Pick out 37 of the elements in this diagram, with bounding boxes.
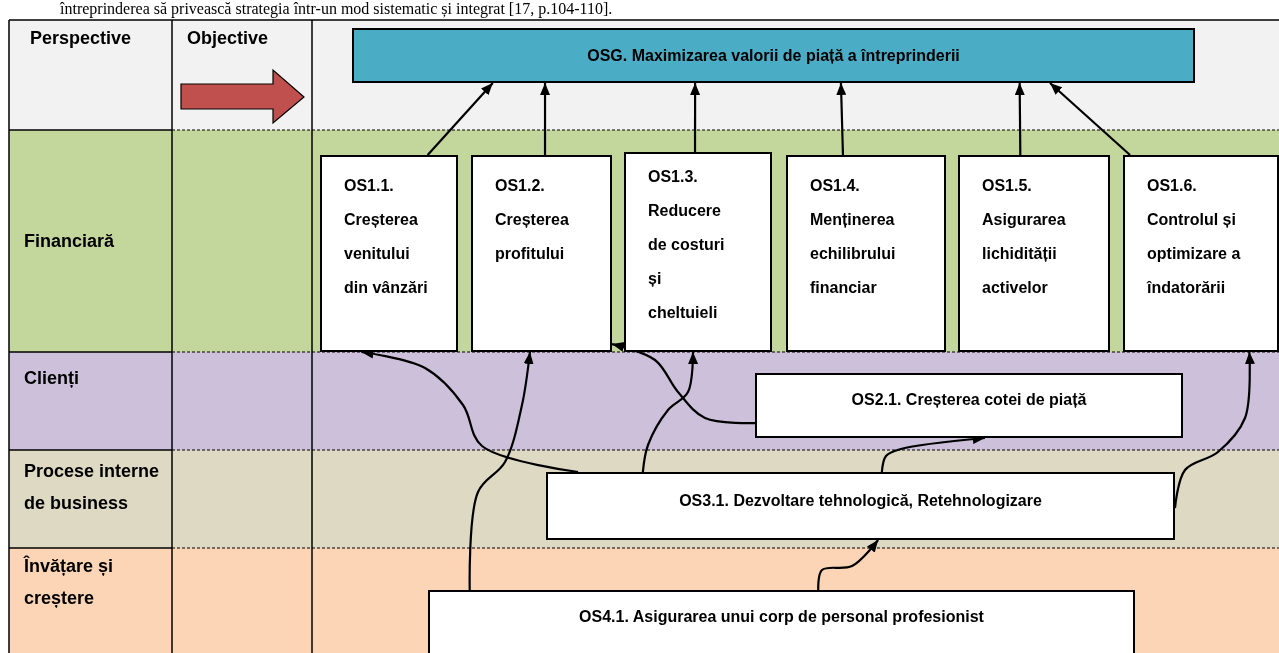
objective-text: OS1.1. Creșterea venitului din vânzări [344, 176, 429, 298]
objective-box [428, 590, 1135, 653]
arrow [540, 83, 551, 155]
objective-text: OS4.1. Asigurarea unui corp de personal profesionist [578, 607, 985, 627]
objective-text: OS3.1. Dezvoltare tehnologică, Retehnologizare [678, 491, 1043, 511]
table-header: Objective [187, 27, 269, 50]
table-header: Perspective [30, 27, 132, 50]
objective-text: OS1.3. Reducere de costuri și cheltuieli [648, 167, 726, 323]
objective-text: OS1.6. Controlul și optimizare a îndatorării [1147, 176, 1242, 298]
objective-text: OS1.4. Menținerea echilibrului financiar [810, 176, 897, 298]
arrow [836, 82, 847, 156]
objective-text: OSG. Maximizarea valorii de piață a întreprinderii [586, 46, 961, 66]
goal-box [352, 28, 1195, 83]
objective-box [1123, 155, 1279, 352]
table-header: Financiară [24, 230, 115, 253]
arrow [817, 539, 879, 590]
objective-text: OS2.1. Creșterea cotei de piață [850, 390, 1088, 410]
arrow [1014, 83, 1025, 155]
objective-box [320, 155, 458, 352]
objective-box [958, 155, 1110, 352]
objective-box [786, 155, 946, 352]
table-header: Clienți [24, 367, 79, 390]
arrow [690, 83, 701, 152]
objective-text: OS1.2. Creșterea profitului [495, 176, 570, 264]
arrow [468, 351, 534, 590]
body-text: întreprinderea să privească strategia într-un mod sistematic și integrat [17, p.104-110]. [60, 0, 613, 18]
objective-box [755, 373, 1183, 438]
objective-box [546, 472, 1175, 540]
objective-text: OS1.5. Asigurarea lichidității activelor [982, 176, 1067, 298]
objective-box [471, 155, 612, 352]
objective-box [624, 152, 772, 352]
arrow [1049, 82, 1131, 156]
arrow [641, 352, 698, 473]
table-header: Procese interne de business [24, 460, 161, 515]
table-header: Învățare și creștere [24, 554, 115, 610]
arrow [611, 342, 756, 425]
arrow [426, 82, 494, 156]
